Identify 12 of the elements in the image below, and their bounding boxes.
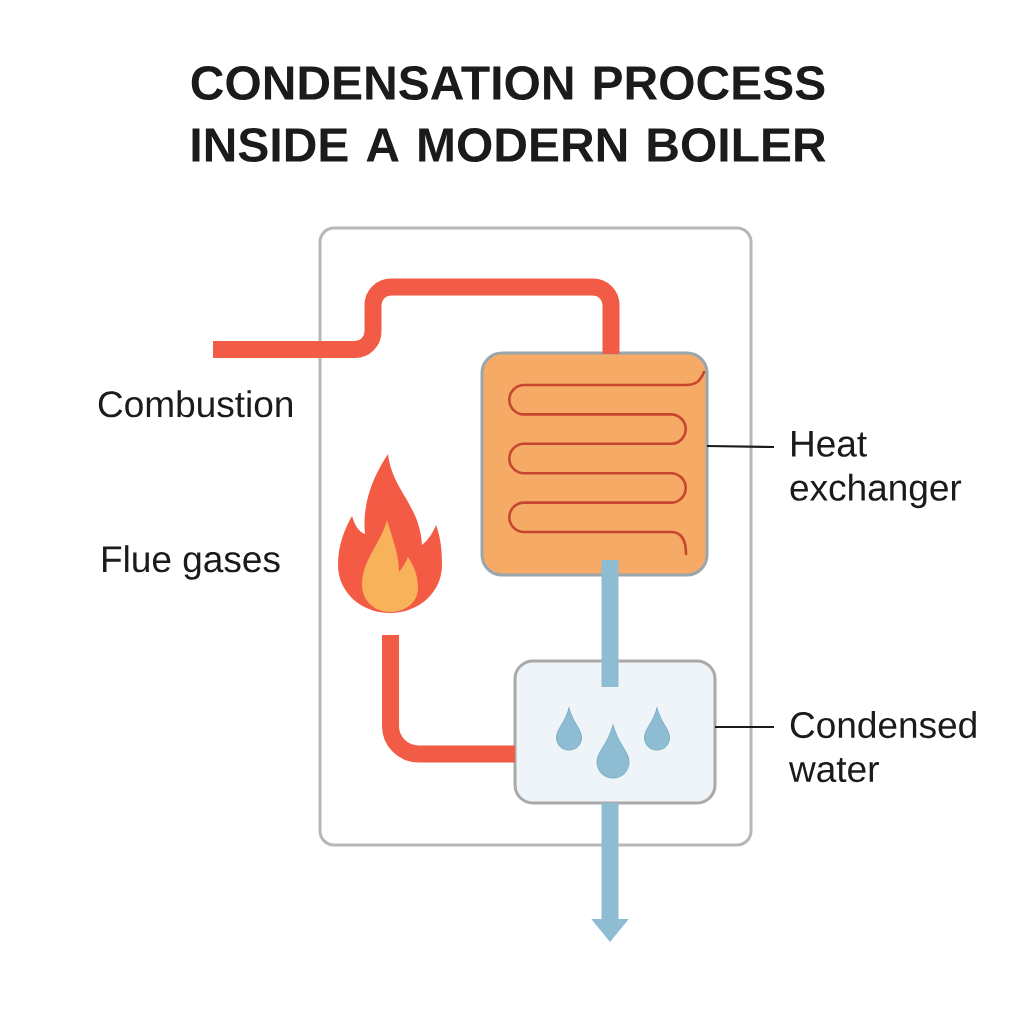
label: Combustion — [98, 390, 292, 418]
label: Heat exchanger — [790, 431, 962, 509]
leader-line — [715, 725, 774, 729]
title: CONDENSATION PROCESS INSIDE A MODERN BOILER — [191, 66, 826, 162]
water-tank — [513, 659, 717, 805]
label: Flue gases — [103, 545, 280, 580]
pipe — [382, 635, 515, 763]
leader-line — [707, 444, 775, 449]
label: Condensed water — [788, 711, 976, 783]
pipe — [601, 560, 619, 687]
heat-exchanger — [480, 351, 709, 577]
flame-icon — [338, 454, 442, 613]
